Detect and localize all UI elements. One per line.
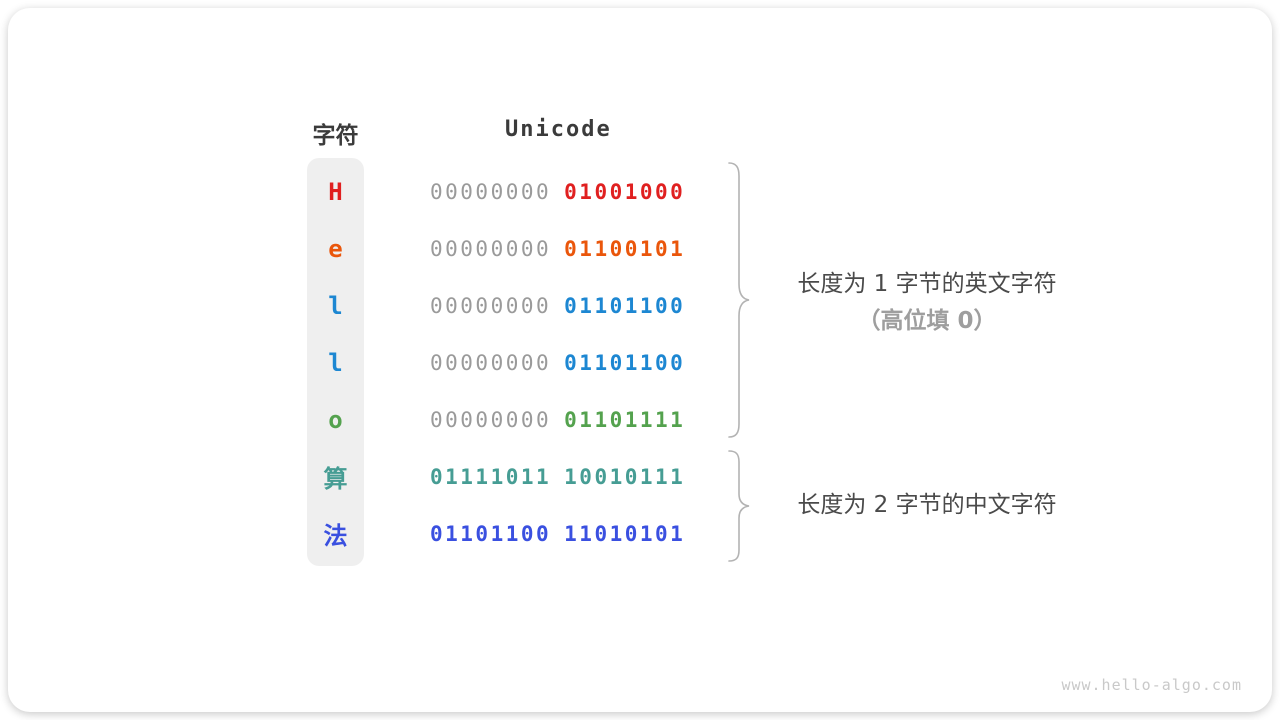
char-cell: 法 xyxy=(323,522,348,550)
unicode-low-byte: 01001000 xyxy=(564,179,686,204)
char-cell: e xyxy=(328,234,343,263)
unicode-low-byte: 11010101 xyxy=(564,521,686,546)
annotation-english-chars: 长度为 1 字节的英文字符 （高位填 0） xyxy=(772,266,1082,340)
char-cell: l xyxy=(328,348,343,377)
unicode-low-byte: 01100101 xyxy=(564,236,686,261)
unicode-high-byte: 00000000 xyxy=(430,236,552,261)
watermark-hello-algo: www.hello-algo.com xyxy=(1061,676,1242,694)
encoding-row-l1: l 00000000 01101100 xyxy=(307,277,867,334)
diagram-card xyxy=(8,8,1272,712)
unicode-high-byte: 00000000 xyxy=(430,407,552,432)
encoding-row-suan: 算 01111011 10010111 xyxy=(307,448,867,505)
brace-english-group xyxy=(728,162,750,438)
unicode-low-byte: 01101111 xyxy=(564,407,686,432)
char-cell: H xyxy=(328,177,343,206)
encoding-row-h: H 00000000 01001000 xyxy=(307,163,867,220)
unicode-high-byte: 00000000 xyxy=(430,350,552,375)
unicode-high-byte: 00000000 xyxy=(430,293,552,318)
char-cell: l xyxy=(328,291,343,320)
encoding-row-fa: 法 01101100 11010101 xyxy=(307,505,867,562)
column-header-char: 字符 xyxy=(312,123,359,149)
brace-chinese-group xyxy=(728,450,750,562)
unicode-low-byte: 10010111 xyxy=(564,464,686,489)
char-column-background xyxy=(307,158,364,566)
unicode-high-byte: 01101100 xyxy=(430,521,552,546)
unicode-high-byte: 00000000 xyxy=(430,179,552,204)
annotation-english-line2: （高位填 0） xyxy=(857,308,997,334)
annotation-chinese-chars: 长度为 2 字节的中文字符 xyxy=(772,487,1082,524)
unicode-high-byte: 01111011 xyxy=(430,464,552,489)
annotation-chinese-line1: 长度为 2 字节的中文字符 xyxy=(797,492,1057,518)
column-header-unicode: Unicode xyxy=(505,117,612,142)
char-cell: o xyxy=(328,405,343,434)
unicode-low-byte: 01101100 xyxy=(564,350,686,375)
encoding-row-e: e 00000000 01100101 xyxy=(307,220,867,277)
unicode-low-byte: 01101100 xyxy=(564,293,686,318)
unicode-table: H 00000000 01001000 e 00000000 01100101 … xyxy=(307,158,867,566)
encoding-row-o: o 00000000 01101111 xyxy=(307,391,867,448)
annotation-english-line1: 长度为 1 字节的英文字符 xyxy=(797,271,1057,297)
char-cell: 算 xyxy=(323,465,348,493)
encoding-row-l2: l 00000000 01101100 xyxy=(307,334,867,391)
